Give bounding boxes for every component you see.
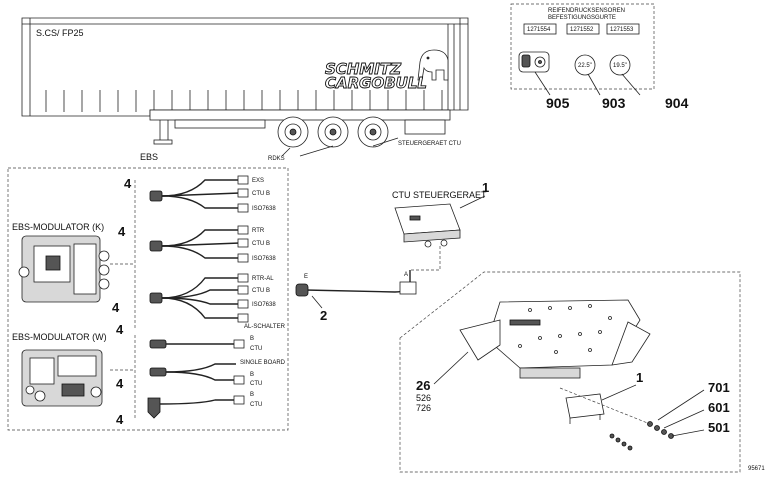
tyre-pressure-sensor-panel: REIFENDRUCKSENSOREN BEFESTIGUNGSGURTE 12… (510, 3, 689, 111)
harness6-end-b: B (250, 392, 254, 398)
harness-group-3: 4 RTR-AL CTU B ISO7638 AL-SCHALTER (112, 273, 286, 330)
harness1-end-exs: EXS (252, 178, 264, 184)
strap-size-c: 19.5" (613, 63, 627, 69)
sensor-title-line1: REIFENDRUCKSENSOREN (548, 8, 625, 14)
callout-4-group-2: 4 (118, 224, 126, 239)
ctu-control-unit: CTU STEUERGERAET 1 E A 2 (295, 180, 489, 323)
strap-dial-b-icon (574, 54, 596, 76)
ebs-modulator-w-icon (21, 349, 103, 407)
sensor-part-number-a: 1271554 (527, 27, 551, 33)
trailer-wheels (277, 116, 389, 148)
harness1-end-iso: ISO7638 (252, 206, 276, 212)
strap-dial-c-icon (609, 54, 631, 76)
sensor-unit-icon (518, 51, 550, 73)
callout-4-group-4: 4 (116, 322, 124, 337)
harness2-end-rtr: RTR (252, 228, 265, 234)
callout-601: 601 (708, 400, 730, 415)
brand-name-line2: CARGOBULL (325, 74, 427, 92)
ctu-cable-end-e-icon (295, 283, 309, 297)
callout-501: 501 (708, 420, 730, 435)
fastener-set-icon (609, 421, 674, 451)
ctu-small-unit-icon (565, 393, 605, 424)
mounting-bracket-panel: 1 701 601 501 26 526 726 (399, 271, 741, 473)
callout-726: 726 (416, 403, 431, 413)
harness5-end-single-board: SINGLE BOARD (240, 360, 286, 366)
harness3-end-rtr-al: RTR-AL (252, 276, 274, 282)
harness-group-6: 4 B CTU (116, 392, 262, 427)
callout-2-cable: 2 (320, 308, 327, 323)
harness2-end-iso: ISO7638 (252, 256, 276, 262)
callout-526: 526 (416, 393, 431, 403)
sensor-part-number-b: 1271552 (570, 27, 594, 33)
harness3-end-iso: ISO7638 (252, 302, 276, 308)
ctu-end-e-label: E (304, 274, 308, 280)
callout-905: 905 (546, 95, 570, 111)
ctu-unit-icon (394, 203, 461, 248)
strap-size-b: 22.5" (578, 63, 592, 69)
callout-1-bracket: 1 (636, 370, 643, 385)
ebs-section-label: EBS (140, 152, 158, 162)
ctu-reference-label: STEUERGERAET CTU (398, 141, 461, 147)
callout-4-group-3: 4 (112, 300, 120, 315)
rdks-label: RDKS (268, 156, 285, 162)
harness-group-4: 4 B CTU (116, 322, 262, 352)
ebs-modulator-k-label: EBS-MODULATOR (K) (12, 222, 104, 232)
ctu-end-a-label: A (404, 272, 408, 278)
callout-701: 701 (708, 380, 730, 395)
ctu-cable-end-a-icon (399, 281, 417, 295)
harness-group-2: 4 RTR CTU B ISO7638 (118, 224, 276, 263)
trailer-illustration: S.CS/ FP25 SCHMITZ CARGOBULL RDKS STEUER… (21, 17, 469, 162)
sensor-title-line2: BEFESTIGUNGSGURTE (548, 15, 616, 21)
sensor-part-number-c: 1271553 (610, 27, 634, 33)
harness-group-1: 4 EXS CTU B ISO7638 (124, 175, 276, 213)
elephant-logo-icon (417, 49, 449, 81)
drawing-number: 95671 (748, 466, 765, 472)
harness4-end-ctu: CTU (250, 346, 262, 352)
harness6-end-ctu: CTU (250, 402, 262, 408)
harness2-end-ctu: CTU B (252, 241, 270, 247)
callout-903: 903 (602, 95, 626, 111)
trailer-model-label: S.CS/ FP25 (36, 28, 84, 38)
callout-4-group-6: 4 (116, 412, 124, 427)
harness3-end-al-schalter: AL-SCHALTER (244, 324, 286, 330)
ebs-section: EBS EBS-MODULATOR (K) EBS-MODULATOR (W) (7, 152, 289, 431)
brand-name-line1: SCHMITZ (325, 60, 402, 78)
ebs-modulator-w-label: EBS-MODULATOR (W) (12, 332, 107, 342)
harness3-end-ctu: CTU B (252, 288, 270, 294)
harness-group-5: 4 SINGLE BOARD B CTU (116, 360, 286, 391)
callout-1-ctu: 1 (482, 180, 489, 195)
callout-26: 26 (416, 378, 430, 393)
curtain-straps (45, 90, 443, 112)
callout-4-group-5: 4 (116, 376, 124, 391)
harness5-end-ctu: CTU (250, 381, 262, 387)
callout-4-group-1: 4 (124, 176, 132, 191)
ctu-title-label: CTU STEUERGERAET (392, 190, 487, 200)
trailer-body (21, 17, 469, 117)
callout-904: 904 (665, 95, 689, 111)
harness1-end-ctu: CTU B (252, 191, 270, 197)
harness5-end-b: B (250, 372, 254, 378)
ebs-modulator-k-icon (18, 235, 110, 303)
mounting-plate-icon (459, 299, 651, 379)
harness4-end-b: B (250, 336, 254, 342)
